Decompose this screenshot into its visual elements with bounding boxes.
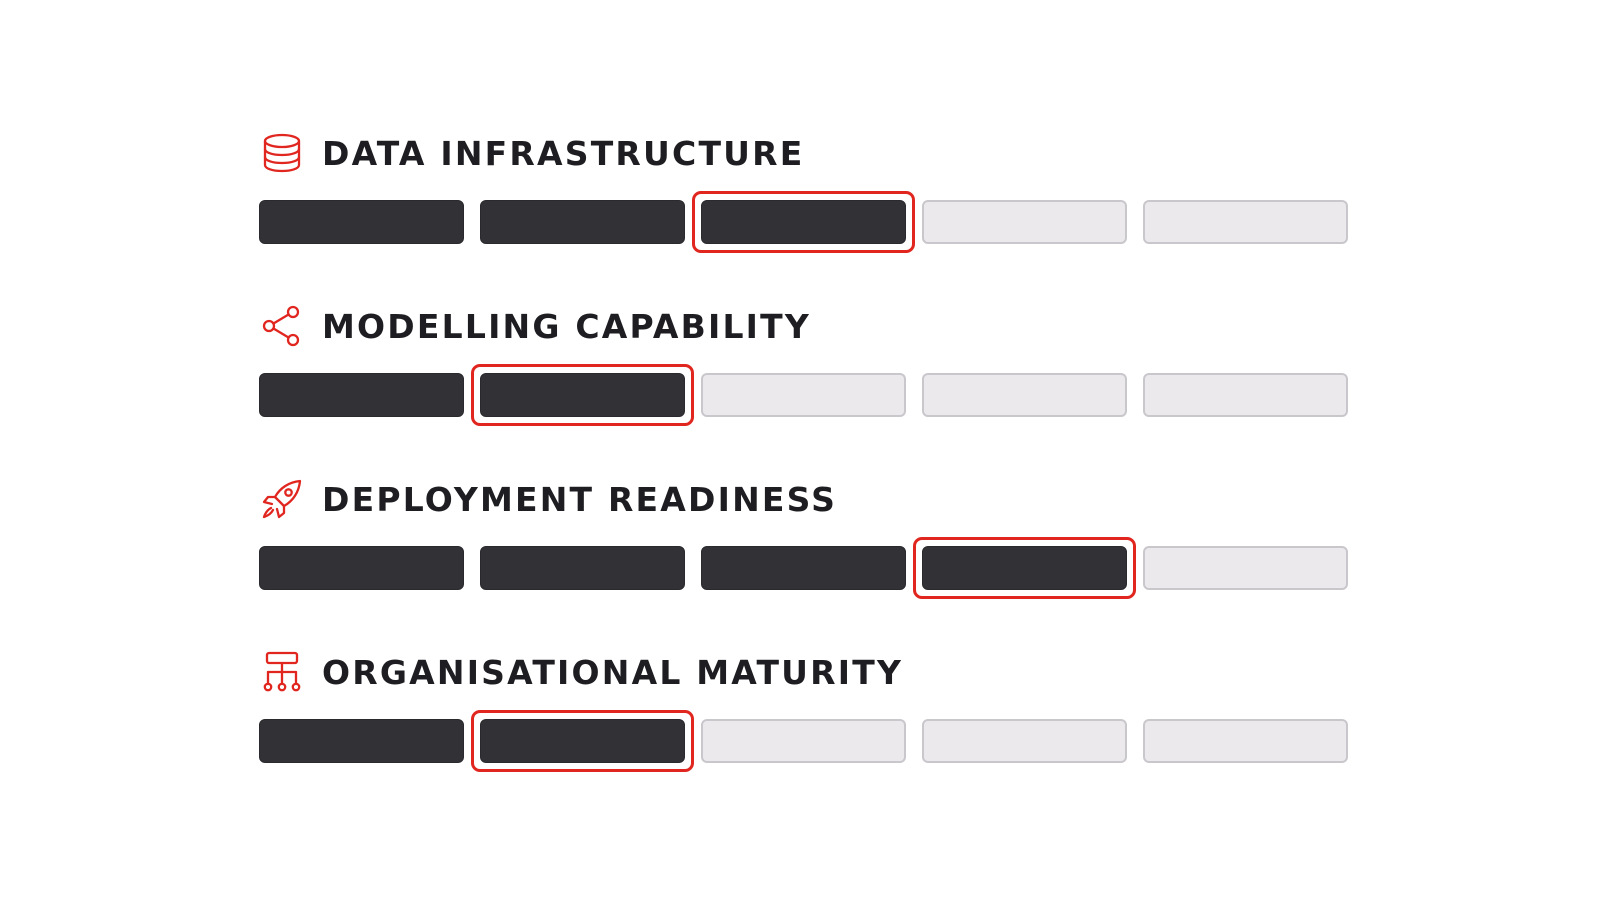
scale-step-5[interactable] xyxy=(1143,373,1348,417)
row-header: MODELLING CAPABILITY xyxy=(259,301,1349,351)
scale-step-5[interactable] xyxy=(1143,546,1348,590)
scale-step-4[interactable] xyxy=(922,373,1127,417)
row-header: DATA INFRASTRUCTURE xyxy=(259,128,1349,178)
maturity-scorecard: DATA INFRASTRUCTURE xyxy=(259,128,1349,820)
scale-step-2[interactable] xyxy=(471,710,694,772)
scale-step-3[interactable] xyxy=(692,191,915,253)
scale-step-1[interactable] xyxy=(259,719,464,763)
scale-step-2[interactable] xyxy=(480,546,685,590)
row-modelling-capability: MODELLING CAPABILITY xyxy=(259,301,1349,474)
scale-step-1[interactable] xyxy=(259,200,464,244)
scale-step-3[interactable] xyxy=(701,546,906,590)
scale-step-1[interactable] xyxy=(259,546,464,590)
row-header: DEPLOYMENT READINESS xyxy=(259,474,1349,524)
row-title: DATA INFRASTRUCTURE xyxy=(322,133,805,173)
row-title: MODELLING CAPABILITY xyxy=(322,306,811,346)
rocket-icon xyxy=(259,477,304,522)
scale-step-4[interactable] xyxy=(913,537,1136,599)
maturity-scale xyxy=(259,191,1349,253)
row-title: ORGANISATIONAL MATURITY xyxy=(322,652,904,692)
org-chart-icon xyxy=(259,650,304,695)
share-nodes-icon xyxy=(259,304,304,349)
database-icon xyxy=(259,131,304,176)
scale-step-3[interactable] xyxy=(701,373,906,417)
row-header: ORGANISATIONAL MATURITY xyxy=(259,647,1349,697)
maturity-scale xyxy=(259,537,1349,599)
row-data-infrastructure: DATA INFRASTRUCTURE xyxy=(259,128,1349,301)
scale-step-4[interactable] xyxy=(922,719,1127,763)
scale-step-3[interactable] xyxy=(701,719,906,763)
scale-step-1[interactable] xyxy=(259,373,464,417)
row-organisational-maturity: ORGANISATIONAL MATURITY xyxy=(259,647,1349,820)
row-title: DEPLOYMENT READINESS xyxy=(322,479,838,519)
scale-step-2[interactable] xyxy=(471,364,694,426)
maturity-scale xyxy=(259,710,1349,772)
scale-step-5[interactable] xyxy=(1143,719,1348,763)
scale-step-5[interactable] xyxy=(1143,200,1348,244)
scale-step-2[interactable] xyxy=(480,200,685,244)
scale-step-4[interactable] xyxy=(922,200,1127,244)
row-deployment-readiness: DEPLOYMENT READINESS xyxy=(259,474,1349,647)
maturity-scale xyxy=(259,364,1349,426)
